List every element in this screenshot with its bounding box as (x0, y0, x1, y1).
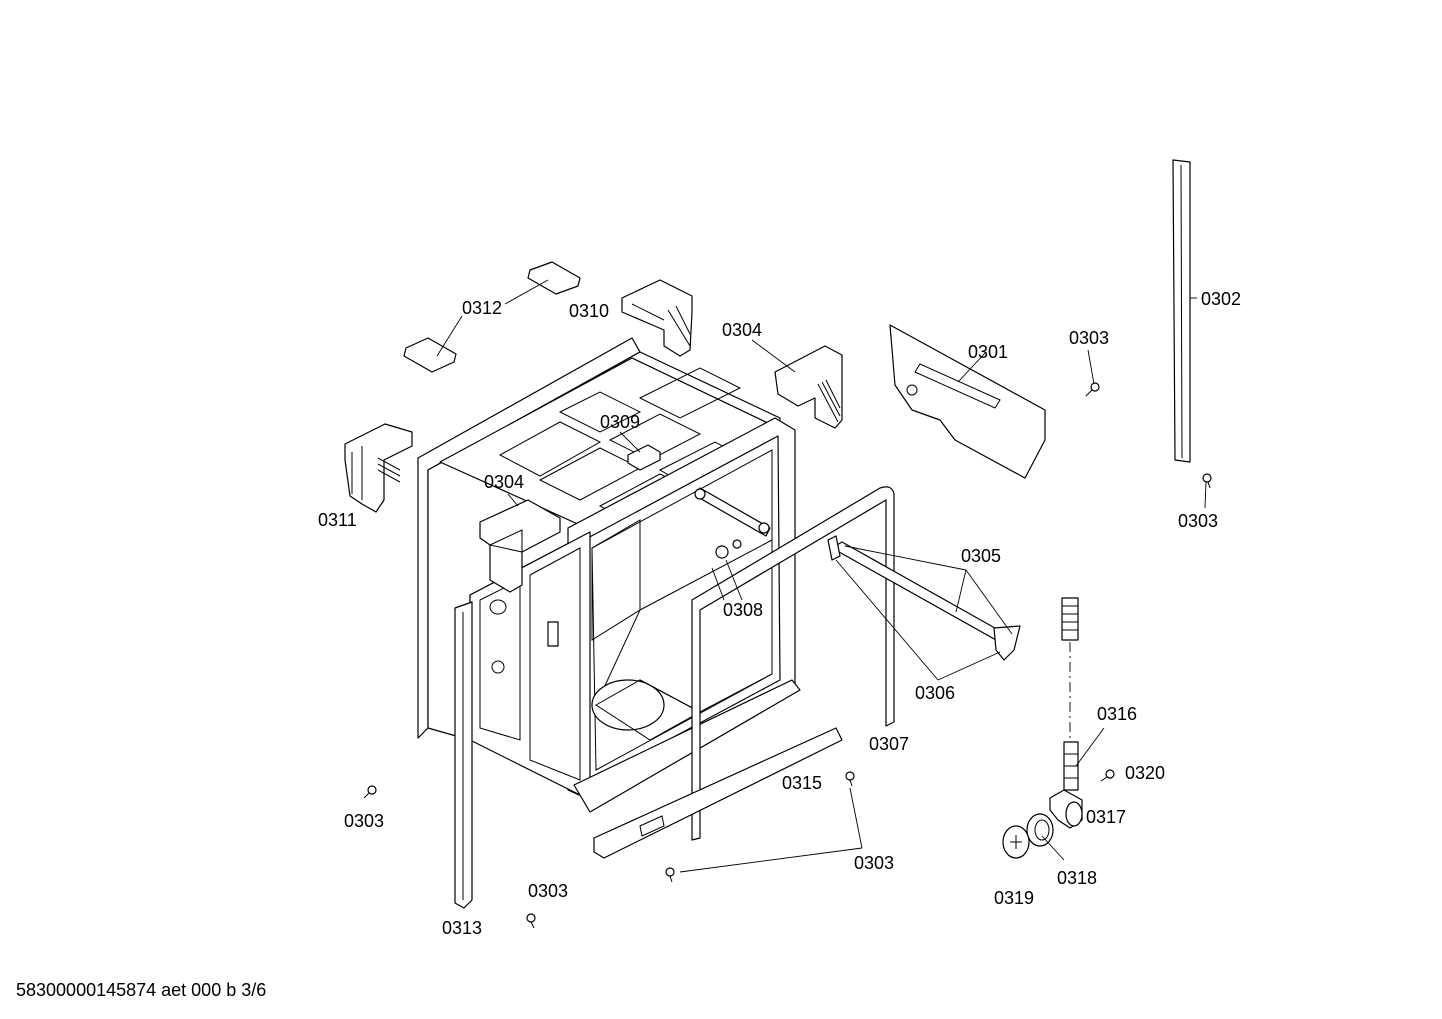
callout-0303: 0303 (854, 853, 894, 873)
callout-0303: 0303 (344, 811, 384, 831)
callout-0315: 0315 (782, 773, 822, 793)
callout-0301: 0301 (968, 342, 1008, 362)
callout-0304: 0304 (484, 472, 524, 492)
tub-body (417, 337, 801, 813)
hinge-right-part (621, 279, 693, 357)
callout-0308: 0308 (723, 600, 763, 620)
callout-0313: 0313 (442, 918, 482, 938)
clip-pair-part (403, 261, 581, 373)
callout-0307: 0307 (869, 734, 909, 754)
callout-0303: 0303 (1069, 328, 1109, 348)
screw (526, 913, 536, 929)
callout-0304: 0304 (722, 320, 762, 340)
callout-0305: 0305 (961, 546, 1001, 566)
ring-seal-part (1026, 813, 1054, 847)
bracket-left-part (479, 499, 561, 593)
bottom-plinth-part (593, 727, 843, 859)
hinge-left-part (344, 423, 413, 513)
callout-0306: 0306 (915, 683, 955, 703)
screw (845, 771, 855, 787)
callout-0320: 0320 (1125, 763, 1165, 783)
callout-0317: 0317 (1086, 807, 1126, 827)
callout-0318: 0318 (1057, 868, 1097, 888)
screw (1202, 473, 1212, 489)
callout-0302: 0302 (1201, 289, 1241, 309)
left-strip-part (454, 601, 473, 909)
callout-0303: 0303 (528, 881, 568, 901)
screw (665, 867, 675, 883)
cap-part (1002, 825, 1030, 859)
elbow-part (1049, 789, 1083, 829)
callout-0319: 0319 (994, 888, 1034, 908)
callout-0316: 0316 (1097, 704, 1137, 724)
door-seal-part (691, 486, 895, 841)
callout-0309: 0309 (600, 412, 640, 432)
callout-0310: 0310 (569, 301, 609, 321)
screw (1100, 769, 1115, 782)
callout-0311: 0311 (318, 510, 357, 530)
document-reference: 58300000145874 aet 000 b 3/6 (16, 980, 267, 1000)
callout-0312: 0312 (462, 298, 502, 318)
insulation-panel-part (889, 324, 1046, 479)
screw (363, 785, 377, 799)
callout-0303: 0303 (1178, 511, 1218, 531)
rail-bar-part (827, 535, 1021, 661)
hose-part (1061, 597, 1079, 791)
side-rail-part (1172, 159, 1191, 463)
leader-lines (436, 279, 1207, 873)
top-clip-part (627, 444, 661, 471)
bracket-right-part (774, 345, 843, 429)
screw (1085, 382, 1100, 397)
callout-labels: 0301 0302 0303 0303 0303 0303 0303 0304 … (318, 289, 1241, 938)
screws (363, 382, 1212, 929)
